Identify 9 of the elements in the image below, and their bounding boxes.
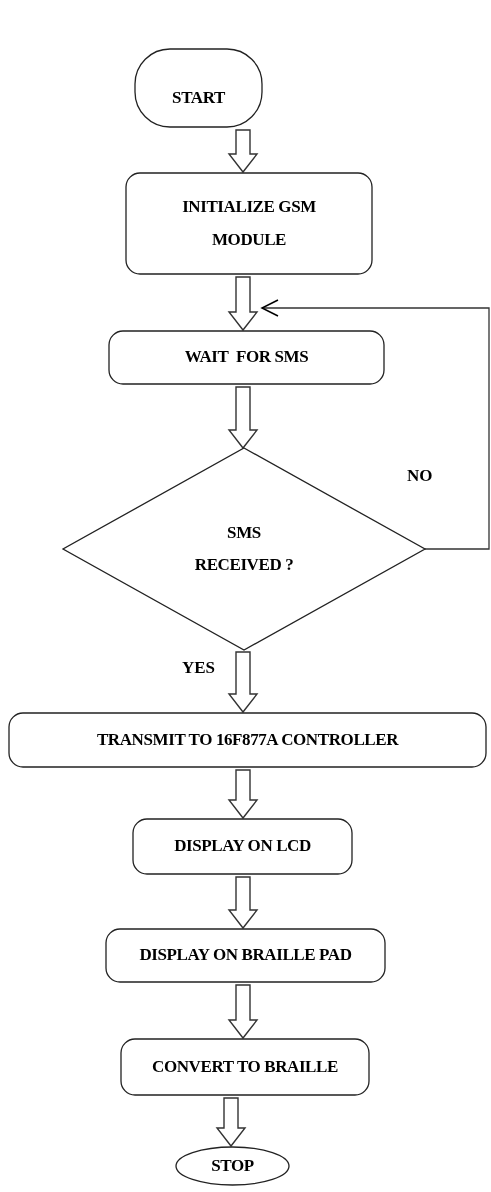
node-label: CONVERT TO BRAILLE <box>152 1055 338 1078</box>
node-label: DISPLAY ON BRAILLE PAD <box>139 944 352 967</box>
node-label: STOP <box>211 1154 254 1177</box>
node-label: START <box>172 86 225 109</box>
node-label: SMS RECEIVED ? <box>193 521 295 576</box>
node-label: TRANSMIT TO 16F877A CONTROLLER <box>96 728 399 751</box>
node-label: INITIALIZE GSM MODULE <box>181 196 317 251</box>
node-label: WAIT FOR SMS <box>184 346 309 369</box>
node-label: DISPLAY ON LCD <box>174 835 311 858</box>
